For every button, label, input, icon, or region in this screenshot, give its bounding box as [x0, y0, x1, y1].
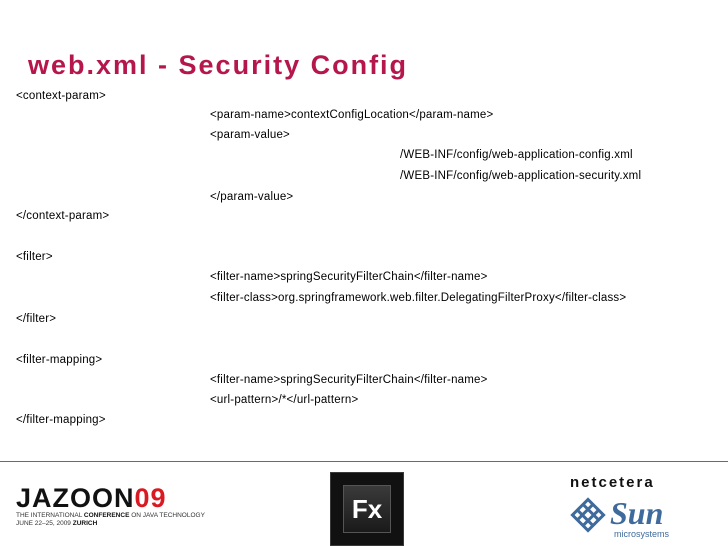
jazoon-year: 09 [134, 483, 167, 513]
flex-logo-inner: Fx [343, 485, 391, 533]
code-line-config-path: /WEB-INF/config/web-application-config.x… [400, 149, 633, 161]
flex-logo-text: Fx [351, 494, 383, 524]
code-line-param-value-close: </param-value> [210, 191, 294, 203]
jazoon-logo: JAZOON09 THE INTERNATIONAL CONFERENCE ON… [16, 484, 205, 528]
code-line-security-path: /WEB-INF/config/web-application-security… [400, 170, 642, 182]
code-line-filter-class: <filter-class>org.springframework.web.fi… [210, 292, 627, 304]
netcetera-logo: netcetera [570, 474, 655, 491]
jazoon-tagline: THE INTERNATIONAL CONFERENCE ON JAVA TEC… [16, 512, 205, 520]
jazoon-tagline-part1: THE INTERNATIONAL [16, 512, 84, 519]
code-line-context-param-open: <context-param> [16, 90, 106, 102]
jazoon-tagline-bold: CONFERENCE [83, 512, 130, 519]
sun-wordmark: Sun [610, 495, 664, 531]
footer-divider [0, 461, 728, 462]
code-line-mapping-filter-name: <filter-name>springSecurityFilterChain</… [210, 374, 488, 386]
jazoon-dates-text: JUNE 22–25, 2009 [16, 520, 73, 527]
jazoon-tagline-part2: ON JAVA TECHNOLOGY [129, 512, 205, 519]
code-line-param-name: <param-name>contextConfigLocation</param… [210, 109, 494, 121]
code-line-filter-close: </filter> [16, 313, 57, 325]
sun-subtitle: microsystems [614, 529, 670, 539]
code-line-context-param-close: </context-param> [16, 210, 110, 222]
jazoon-name: JAZOON [16, 483, 135, 513]
flex-logo: Fx [330, 472, 404, 546]
code-line-param-value-open: <param-value> [210, 129, 290, 141]
jazoon-wordmark: JAZOON09 [16, 484, 205, 512]
jazoon-city: ZURICH [72, 520, 98, 527]
code-line-filter-mapping-close: </filter-mapping> [16, 414, 106, 426]
code-line-filter-name: <filter-name>springSecurityFilterChain</… [210, 271, 488, 283]
code-line-url-pattern: <url-pattern>/*</url-pattern> [210, 394, 359, 406]
code-line-filter-open: <filter> [16, 251, 53, 263]
jazoon-dates: JUNE 22–25, 2009 ZURICH [16, 520, 205, 528]
slide-title: web.xml - Security Config [28, 50, 409, 80]
code-line-filter-mapping-open: <filter-mapping> [16, 354, 103, 366]
sun-diamond-icon [570, 497, 606, 533]
